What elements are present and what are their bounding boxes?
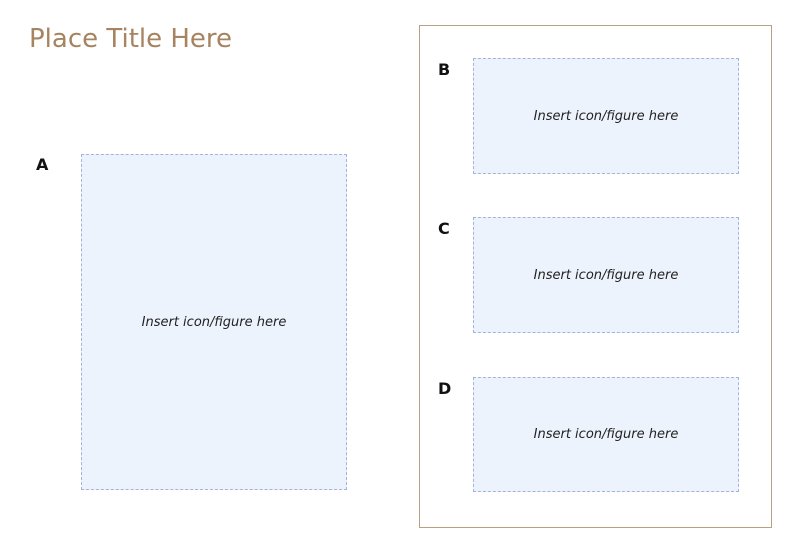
panel-label-d: D <box>438 379 452 398</box>
placeholder-text-d: Insert icon/figure here <box>533 427 679 442</box>
panel-label-a: A <box>36 155 49 174</box>
placeholder-text-b: Insert icon/figure here <box>533 108 679 124</box>
panel-label-b: B <box>438 60 451 79</box>
figure-placeholder-a: Insert icon/figure here <box>81 154 347 490</box>
figure-placeholder-b: Insert icon/figure here <box>473 58 739 174</box>
figure-placeholder-d: Insert icon/figure here <box>473 377 739 492</box>
page-title: Place Title Here <box>29 24 233 54</box>
placeholder-text-c: Insert icon/figure here <box>533 267 679 283</box>
placeholder-text-a: Insert icon/figure here <box>141 314 287 330</box>
figure-placeholder-c: Insert icon/figure here <box>473 217 739 333</box>
panel-label-c: C <box>438 219 450 238</box>
